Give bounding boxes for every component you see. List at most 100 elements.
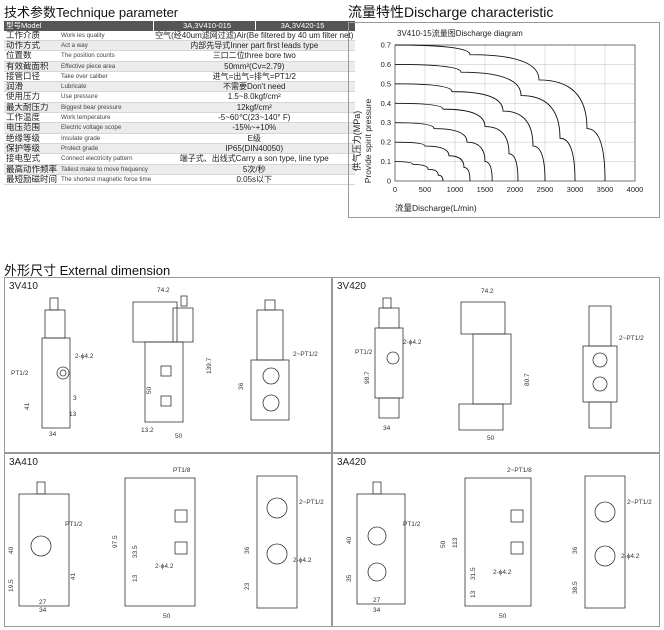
dim-40: 40 bbox=[8, 546, 15, 554]
dim-13: 13 bbox=[470, 590, 477, 598]
header-model-b: 3A,3V420-15 bbox=[254, 21, 350, 31]
panel-label-3a410: 3A410 bbox=[9, 457, 38, 468]
y-tick-label: 0 bbox=[387, 177, 391, 186]
dim-74-2: 74.2 bbox=[157, 287, 170, 294]
param-en: Take over caliber bbox=[59, 71, 154, 83]
param-cn: 保护等级 bbox=[4, 143, 60, 155]
param-cn: 润滑 bbox=[4, 81, 60, 93]
dim-36: 36 bbox=[244, 546, 251, 554]
y-tick-label: 0.5 bbox=[381, 79, 391, 88]
param-en: The position counts bbox=[59, 50, 154, 62]
param-value: E级 bbox=[153, 133, 356, 144]
dimension-panel-3a420: 3A420 2~PT1/8 PT1/2 40 35 27 34 113 50 3… bbox=[332, 453, 660, 627]
dim-hole: 2-ϕ4.2 bbox=[403, 339, 422, 346]
dim-41: 41 bbox=[70, 572, 77, 580]
param-en: Act a way bbox=[59, 40, 154, 52]
panel-label-3v420: 3V420 bbox=[337, 281, 366, 292]
dim-36: 36 bbox=[572, 546, 579, 554]
param-en: Connect electricity pattern bbox=[59, 153, 154, 165]
param-value: 0.05s以下 bbox=[153, 174, 356, 186]
series-line-5 bbox=[394, 63, 576, 182]
y-tick-label: 0.7 bbox=[381, 41, 391, 50]
x-tick-label: 500 bbox=[419, 185, 432, 194]
dim-hole-right: 2-ϕ4.2 bbox=[293, 557, 312, 564]
dim-50-h: 50 bbox=[175, 433, 183, 440]
series-line-2 bbox=[394, 122, 493, 182]
param-en: Work ies quality bbox=[59, 30, 154, 41]
dim-pt1-2: PT1/2 bbox=[355, 349, 373, 356]
dim-pt1-2: PT1/2 bbox=[65, 521, 83, 528]
param-value: 1.5~8.0kgf/cm² bbox=[153, 91, 356, 103]
external-dimension-title: 外形尺寸 External dimension bbox=[4, 263, 171, 278]
dim-36: 36 bbox=[238, 382, 245, 390]
param-cn: 位置数 bbox=[4, 50, 60, 62]
dim-hole-side: 2-ϕ4.2 bbox=[493, 569, 512, 576]
series-line-4 bbox=[394, 83, 546, 182]
discharge-chart-svg: 3V410-15流量图Discharge diagram 供气压力(MPa) P… bbox=[351, 28, 644, 213]
dim-2-pt1-2: 2~PT1/2 bbox=[627, 499, 652, 506]
param-value: 端子式、出线式Carry a son type, line type bbox=[153, 153, 356, 165]
panel-label-3a420: 3A420 bbox=[337, 457, 366, 468]
param-en: Use pressure bbox=[59, 91, 154, 103]
dim-35: 35 bbox=[346, 574, 353, 582]
series-line-1 bbox=[394, 141, 471, 182]
discharge-characteristic-title: 流量特性Discharge characteristic bbox=[348, 4, 554, 20]
dim-34: 34 bbox=[49, 431, 57, 438]
param-cn: 接电型式 bbox=[4, 153, 60, 165]
param-cn: 工作介质 bbox=[4, 30, 60, 41]
param-value: 不需要Don't need bbox=[153, 81, 356, 93]
drawing-3a410: PT1/8 PT1/2 40 19.5 41 27 34 97.5 33.5 1… bbox=[8, 467, 324, 620]
param-cn: 接管口径 bbox=[4, 71, 60, 83]
dim-27: 27 bbox=[39, 599, 47, 606]
param-cn: 使用压力 bbox=[4, 91, 60, 103]
param-value: 空气(经40um滤网过滤)Air(Be filtered by 40 um fi… bbox=[153, 30, 356, 41]
discharge-chart: 3V410-15流量图Discharge diagram 供气压力(MPa) P… bbox=[348, 22, 660, 218]
dim-50: 50 bbox=[499, 613, 507, 620]
dim-13-2: 13.2 bbox=[141, 427, 154, 434]
dim-50: 50 bbox=[163, 613, 171, 620]
dim-38-5: 38.5 bbox=[572, 581, 579, 594]
x-tick-label: 0 bbox=[393, 185, 397, 194]
dim-hole: 2-ϕ4.2 bbox=[75, 353, 94, 360]
dim-hole-side: 2-ϕ4.2 bbox=[155, 563, 174, 570]
dim-hole-right: 2-ϕ4.2 bbox=[621, 553, 640, 560]
technique-parameter-title: 技术参数Technique parameter bbox=[4, 5, 179, 20]
x-tick-label: 4000 bbox=[627, 185, 644, 194]
param-en: Tallest make to move frequency bbox=[59, 164, 154, 175]
param-value: 内部先导式Inner part first leads type bbox=[153, 40, 356, 52]
dim-97-5: 97.5 bbox=[112, 535, 119, 548]
param-cn: 动作方式 bbox=[4, 40, 60, 52]
param-cn: 有效截面积 bbox=[4, 61, 60, 72]
dim-113: 113 bbox=[452, 537, 459, 548]
y-tick-label: 0.1 bbox=[381, 157, 391, 166]
y-tick-label: 0.2 bbox=[381, 138, 391, 147]
panel-label-3v410: 3V410 bbox=[9, 281, 38, 292]
drawing-3v420: 74.2 PT1/2 2-ϕ4.2 98.7 34 50 80.7 2~PT1/… bbox=[355, 288, 644, 442]
x-tick-label: 2500 bbox=[537, 185, 554, 194]
y-tick-label: 0.6 bbox=[381, 60, 391, 69]
param-en: Electric voltage scope bbox=[59, 122, 154, 134]
dim-139-7: 139.7 bbox=[206, 357, 213, 374]
param-cn: 工作温度 bbox=[4, 112, 60, 124]
dim-98-7: 98.7 bbox=[364, 371, 371, 384]
dim-2-pt1-2: 2~PT1/2 bbox=[293, 351, 318, 358]
dim-33-5: 33.5 bbox=[132, 545, 139, 558]
param-cn: 最高动作频率 bbox=[4, 164, 60, 175]
param-value: -5~60℃(23~140° F) bbox=[153, 112, 356, 124]
param-value: IP65(DIN40050) bbox=[153, 143, 356, 155]
x-tick-label: 2000 bbox=[507, 185, 524, 194]
dim-34: 34 bbox=[373, 607, 381, 614]
dim-19-5: 19.5 bbox=[8, 579, 15, 592]
series-line-3 bbox=[394, 102, 519, 182]
param-en: Work temperature bbox=[59, 112, 154, 124]
dim-pt1-2: PT1/2 bbox=[11, 370, 29, 377]
